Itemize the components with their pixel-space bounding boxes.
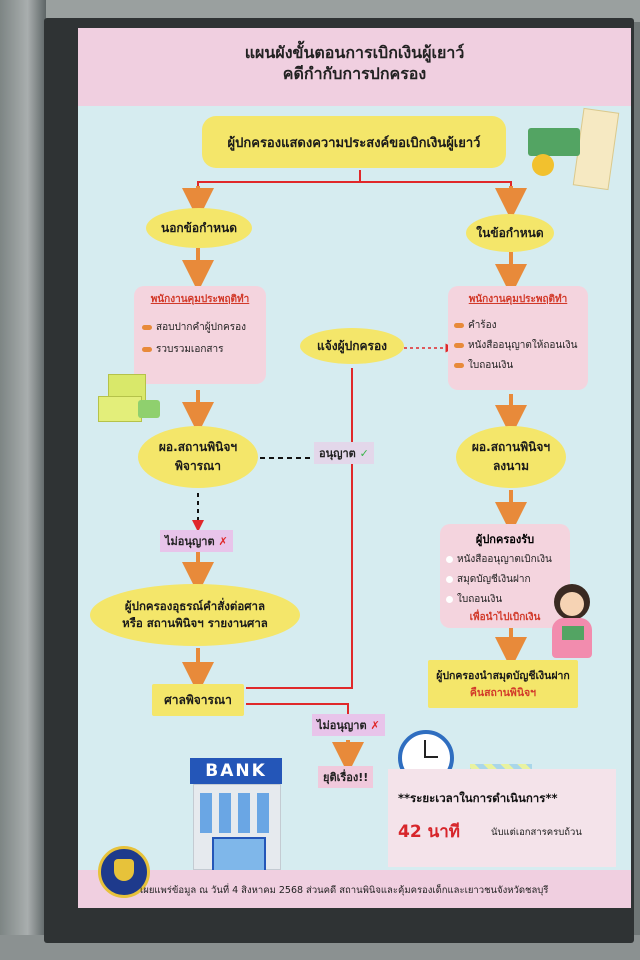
- receive-item: ใบถอนเงิน: [446, 592, 502, 607]
- receive-note: เพื่อนำไปเบิกเงิน: [469, 612, 541, 623]
- notify-guardian: แจ้งผู้ปกครอง: [300, 328, 404, 364]
- wall-top: [0, 0, 640, 22]
- branch-outside-terms: นอกข้อกำหนด: [146, 208, 252, 248]
- right-officer-title: พนักงานคุมประพฤติทำ: [468, 294, 568, 305]
- receive-item: สมุดบัญชีเงินฝาก: [446, 572, 531, 587]
- person-illustration: [550, 584, 594, 660]
- bank-building: BANK: [190, 758, 282, 873]
- right-officer-item: ใบถอนเงิน: [454, 358, 513, 373]
- processing-time-note: นับแต่เอกสารครบถ้วน: [491, 827, 582, 838]
- poster-title: แผนผังขั้นตอนการเบิกเงินผู้เยาว์ คดีกำกั…: [78, 42, 631, 84]
- receive-title: ผู้ปกครองรับ: [475, 533, 535, 546]
- x-icon: ✗: [370, 719, 380, 732]
- footer-text: เผยแพร่ข้อมูล ณ วันที่ 4 สิงหาคม 2568 ส่…: [140, 885, 549, 896]
- left-officer-title: พนักงานคุมประพฤติทำ: [150, 294, 250, 305]
- top-request-box: ผู้ปกครองแสดงความประสงค์ขอเบิกเงินผู้เยา…: [202, 116, 506, 168]
- bank-sign: BANK: [190, 758, 282, 784]
- right-officer-box: พนักงานคุมประพฤติทำ คำร้อง หนังสืออนุญาต…: [448, 286, 588, 390]
- processing-time-title: **ระยะเวลาในการดำเนินการ**: [398, 791, 558, 805]
- poster-header: [78, 28, 631, 106]
- processing-time-box: [388, 769, 616, 867]
- document-illustration: [98, 374, 160, 426]
- branch-within-terms: ในข้อกำหนด: [466, 214, 554, 252]
- appeal-box: ผู้ปกครองอุธรณ์คำสั่งต่อศาลหรือ สถานพินิ…: [90, 584, 300, 646]
- receive-item: หนังสืออนุญาตเบิกเงิน: [446, 552, 552, 567]
- poster: แผนผังขั้นตอนการเบิกเงินผู้เยาว์ คดีกำกั…: [78, 28, 631, 908]
- right-officer-item: คำร้อง: [454, 318, 497, 333]
- check-icon: ✓: [359, 447, 369, 460]
- right-officer-item: หนังสืออนุญาตให้ถอนเงิน: [454, 338, 577, 353]
- flow-connectors: [182, 170, 527, 774]
- department-seal: [98, 846, 150, 898]
- right-director-sign: ผอ.สถานพินิจฯลงนาม: [456, 426, 566, 488]
- left-director-review: ผอ.สถานพินิจฯพิจารณา: [138, 426, 258, 488]
- left-officer-box: พนักงานคุมประพฤติทำ สอบปากคำผู้ปกครอง รว…: [134, 286, 266, 384]
- approved-label: อนุญาต ✓: [314, 442, 374, 464]
- court-denied-label: ไม่อนุญาต ✗: [312, 714, 385, 736]
- processing-time-value: 42 นาที: [398, 822, 460, 842]
- title-line-2: คดีกำกับการปกครอง: [282, 64, 427, 83]
- title-line-1: แผนผังขั้นตอนการเบิกเงินผู้เยาว์: [244, 43, 465, 62]
- wall-left: [0, 0, 46, 960]
- end-label: ยุติเรื่อง!!: [318, 766, 374, 788]
- left-officer-item: สอบปากคำผู้ปกครอง: [142, 320, 246, 335]
- money-illustration: [528, 107, 620, 191]
- left-denied-label: ไม่อนุญาต ✗: [160, 530, 233, 552]
- guardian-receive-box: ผู้ปกครองรับ หนังสืออนุญาตเบิกเงิน สมุดบ…: [440, 524, 570, 628]
- poster-footer: [78, 870, 631, 908]
- return-passbook-box: ผู้ปกครองนำสมุดบัญชีเงินฝาก คืนสถานพินิจ…: [428, 660, 578, 708]
- x-icon: ✗: [218, 535, 228, 548]
- court-review-box: ศาลพิจารณา: [152, 684, 244, 716]
- left-officer-item: รวบรวมเอกสาร: [142, 342, 223, 357]
